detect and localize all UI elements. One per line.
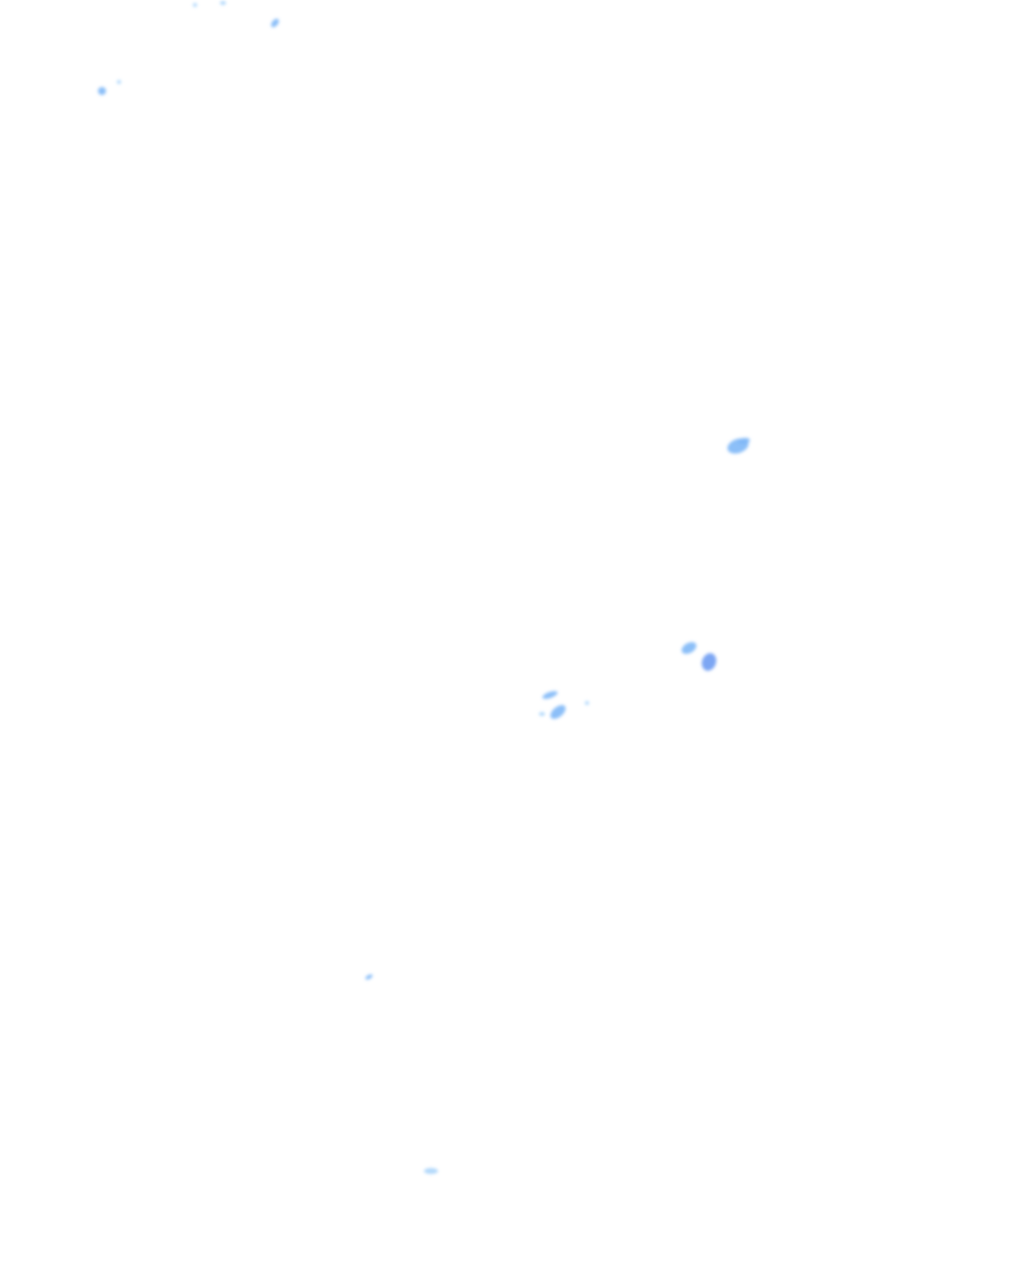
precipitation-echo <box>117 80 121 84</box>
precipitation-echo <box>681 642 697 654</box>
precipitation-echo <box>365 974 373 980</box>
precipitation-echo <box>585 701 589 705</box>
precipitation-echo <box>542 691 558 699</box>
precipitation-echo <box>550 705 566 719</box>
precipitation-echo <box>738 437 750 445</box>
precipitation-echo <box>220 1 226 5</box>
precipitation-echo <box>271 18 279 28</box>
precipitation-echo <box>98 87 106 95</box>
precipitation-echo <box>193 3 197 7</box>
precipitation-echo <box>424 1168 438 1174</box>
precipitation-echo <box>539 712 545 716</box>
precipitation-echo <box>701 653 717 671</box>
